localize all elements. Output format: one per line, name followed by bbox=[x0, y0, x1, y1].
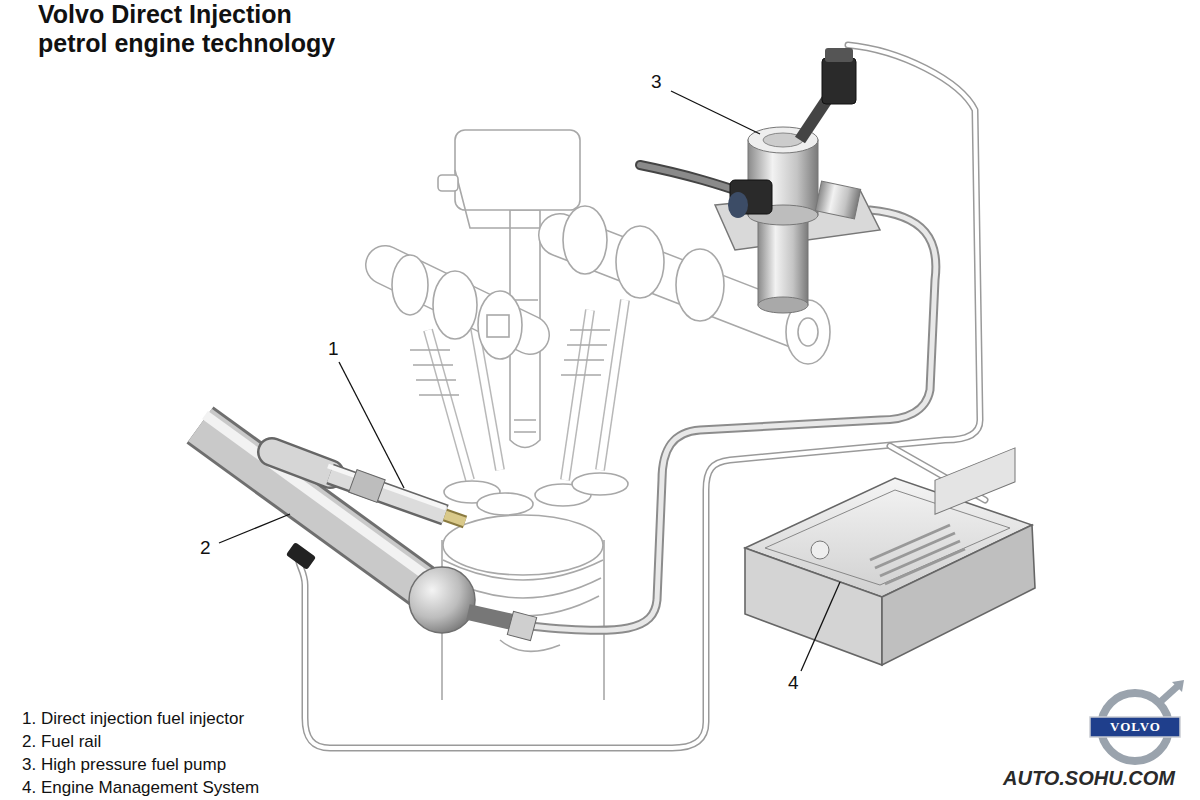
engine-ghost bbox=[443, 515, 603, 575]
high-pressure-pump bbox=[758, 297, 808, 313]
watermark: AUTO.SOHU.COM bbox=[1003, 766, 1175, 790]
fuel-injector bbox=[328, 466, 446, 508]
fuel-injector bbox=[445, 515, 465, 522]
engine-management-unit bbox=[745, 448, 1035, 665]
engine-ghost bbox=[563, 206, 607, 274]
fuel-injector bbox=[272, 452, 330, 474]
leader-lines bbox=[219, 514, 290, 543]
fuel-injector bbox=[349, 470, 385, 503]
high-pressure-pump bbox=[822, 58, 856, 104]
diagram-title: Volvo Direct Injection petrol engine tec… bbox=[38, 0, 368, 58]
high-pressure-pump bbox=[728, 192, 748, 218]
volvo-logo bbox=[1090, 680, 1184, 761]
fuel-injector bbox=[445, 515, 465, 522]
engine-ghost bbox=[600, 300, 625, 470]
key-item: 3. High pressure fuel pump bbox=[22, 754, 226, 775]
engine-ghost bbox=[600, 300, 625, 470]
volvo-logo bbox=[1101, 693, 1169, 761]
engine-ghost bbox=[572, 473, 628, 495]
high-pressure-pump bbox=[815, 181, 860, 219]
key-item: 1. Direct injection fuel injector bbox=[22, 708, 244, 729]
leader-lines bbox=[219, 91, 840, 671]
engine-management-unit bbox=[765, 490, 1010, 585]
engine-ghost bbox=[565, 310, 590, 480]
key-item: 2. Fuel rail bbox=[22, 731, 101, 752]
engine-ghost bbox=[798, 318, 818, 346]
wiring bbox=[299, 45, 980, 748]
callout-number: 3 bbox=[651, 71, 662, 93]
fuel-rail bbox=[286, 542, 316, 570]
engine-ghost bbox=[561, 330, 610, 375]
engine-ghost bbox=[410, 350, 459, 395]
fuel-rail bbox=[200, 415, 537, 641]
fuel-injector bbox=[330, 474, 445, 515]
engine-ghost bbox=[500, 640, 560, 651]
wiring bbox=[299, 45, 980, 748]
callout-number: 2 bbox=[200, 537, 211, 559]
engine-management-unit bbox=[935, 448, 1015, 514]
volvo-logo bbox=[1172, 680, 1184, 692]
engine-management-unit bbox=[745, 548, 882, 665]
engine-ghost bbox=[428, 330, 470, 480]
logo-text: VOLVO bbox=[1110, 719, 1161, 735]
fuel-injector bbox=[272, 452, 330, 474]
leader-lines bbox=[671, 91, 760, 134]
fuel-rail bbox=[507, 611, 536, 640]
engine-ghost bbox=[565, 310, 590, 480]
volvo-logo bbox=[1090, 717, 1180, 737]
engine-ghost bbox=[487, 315, 509, 337]
fuel-injector bbox=[272, 452, 465, 522]
engine-ghost bbox=[477, 493, 533, 515]
high-pressure-pump bbox=[825, 48, 853, 62]
fuel-injector bbox=[330, 474, 445, 515]
leader-lines bbox=[801, 582, 840, 671]
callout-number: 4 bbox=[788, 672, 799, 694]
fuel-rail bbox=[409, 567, 475, 633]
engine-ghost bbox=[438, 175, 458, 191]
engine-management-unit bbox=[870, 525, 965, 584]
engine-ghost bbox=[392, 255, 428, 315]
engine-ghost bbox=[616, 226, 664, 298]
leader-lines bbox=[339, 362, 404, 488]
engine-ghost bbox=[455, 130, 580, 210]
callout-number: 1 bbox=[328, 338, 339, 360]
engine-ghost bbox=[478, 291, 522, 359]
high-pressure-pump bbox=[640, 48, 880, 313]
engine-ghost bbox=[676, 249, 724, 321]
engine-ghost bbox=[433, 271, 477, 339]
engine-management-unit bbox=[811, 541, 829, 559]
key-item: 4. Engine Management System bbox=[22, 777, 259, 798]
engine-ghost bbox=[428, 330, 470, 480]
